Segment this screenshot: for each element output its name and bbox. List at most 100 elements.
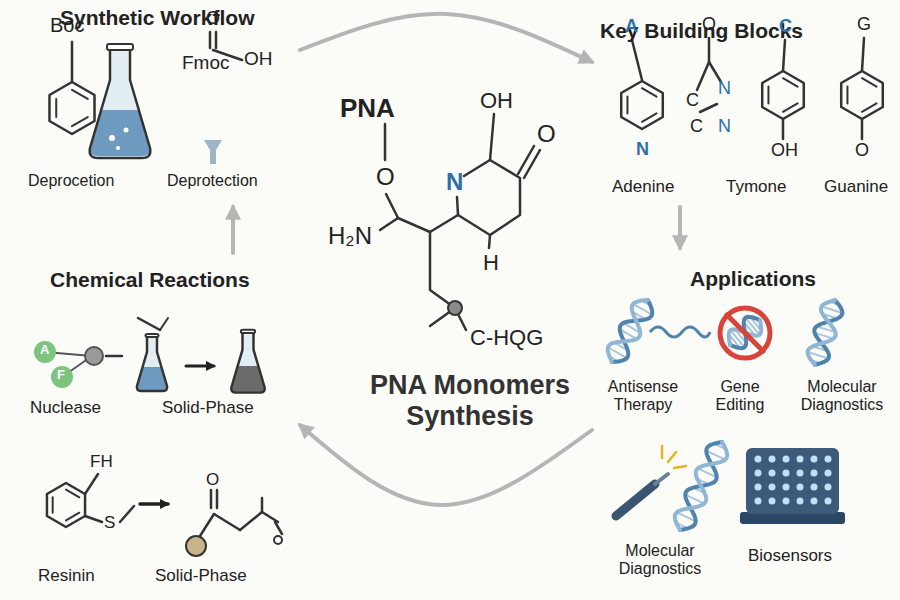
bond-line bbox=[782, 119, 785, 139]
bond-line bbox=[674, 466, 686, 468]
bond-line bbox=[240, 512, 262, 530]
chip-dot bbox=[811, 498, 818, 505]
text-label: S bbox=[104, 513, 115, 533]
text-label: Tymone bbox=[726, 177, 786, 197]
bond-line bbox=[608, 300, 648, 362]
text-label: Boc bbox=[50, 14, 84, 37]
bond-line bbox=[380, 218, 398, 230]
chip-dot bbox=[755, 456, 762, 463]
bubble bbox=[109, 135, 115, 141]
chip-dot bbox=[783, 470, 790, 477]
text-label: Molecular Diagnostics bbox=[605, 542, 715, 579]
text-label: C bbox=[686, 90, 699, 111]
bond-line bbox=[106, 355, 122, 358]
bond-line bbox=[210, 490, 213, 508]
cycle-arrow bbox=[300, 425, 592, 505]
section-region: Synthetic Workflow bbox=[0, 0, 300, 205]
bubble bbox=[124, 128, 129, 133]
bond-line bbox=[261, 498, 264, 512]
flask-rim bbox=[241, 330, 255, 333]
bond-line bbox=[727, 315, 763, 351]
text-label: Fmoc bbox=[182, 52, 230, 74]
chip-dot bbox=[769, 484, 776, 491]
bond-line bbox=[72, 90, 88, 99]
bond-line bbox=[642, 88, 657, 96]
bond-line bbox=[120, 506, 134, 522]
text-label: Deprocetion bbox=[28, 172, 114, 190]
wave-line bbox=[650, 327, 710, 337]
bond-line bbox=[862, 78, 877, 86]
bond-line bbox=[52, 497, 54, 512]
bond-line bbox=[138, 318, 160, 330]
ring-symbol bbox=[621, 81, 663, 129]
section-region: Chemical Reactions bbox=[0, 255, 300, 595]
atom-circle bbox=[448, 301, 462, 315]
bond-line bbox=[85, 516, 102, 522]
text-label: Adenine bbox=[612, 177, 674, 197]
bond-line bbox=[489, 235, 490, 248]
section-heading: Key Building Blocks bbox=[600, 18, 803, 43]
flask-outline bbox=[90, 48, 151, 158]
bond-line bbox=[783, 40, 785, 71]
chip-dot bbox=[769, 498, 776, 505]
atom-circle bbox=[274, 536, 282, 544]
text-label: Resinin bbox=[38, 566, 95, 586]
ring-symbol bbox=[47, 483, 85, 527]
chip-dot bbox=[811, 470, 818, 477]
bond-line bbox=[275, 522, 282, 534]
cycle-arrow bbox=[300, 14, 592, 62]
atom-circle bbox=[51, 366, 73, 388]
bond-line bbox=[457, 160, 520, 235]
bond-line bbox=[160, 318, 168, 330]
text-label: Molecular Diagnostics bbox=[790, 378, 894, 415]
text-label: Solid-Phase bbox=[162, 398, 254, 418]
chip-dot bbox=[783, 498, 790, 505]
bond-line bbox=[215, 32, 218, 48]
bond-line bbox=[814, 300, 842, 365]
flask-rim bbox=[107, 44, 133, 50]
bond-line bbox=[214, 514, 240, 530]
bond-line bbox=[783, 103, 798, 111]
ring-symbol bbox=[762, 71, 804, 119]
bond-line bbox=[216, 490, 219, 508]
text-label: PNA bbox=[340, 94, 395, 124]
flask-outline bbox=[231, 332, 264, 393]
chip-dot bbox=[755, 484, 762, 491]
text-label: Deprotection bbox=[167, 172, 258, 190]
text-label: N bbox=[446, 168, 463, 196]
flask-rim bbox=[146, 334, 159, 337]
chip-dot bbox=[825, 456, 832, 463]
bond-line bbox=[430, 232, 455, 308]
bond-line bbox=[262, 512, 278, 522]
cycle-arrow bbox=[678, 207, 682, 248]
diagram-title: PNA Monomers Synthesis bbox=[360, 370, 580, 432]
section-heading: Synthetic Workflow bbox=[60, 5, 254, 30]
atom-circle bbox=[34, 341, 56, 363]
text-label: Gene Editing bbox=[700, 378, 780, 415]
section-heading: Applications bbox=[690, 266, 816, 291]
bond-line bbox=[861, 119, 864, 139]
bubble bbox=[116, 146, 120, 150]
bond-line bbox=[709, 62, 721, 82]
bond-line bbox=[66, 490, 79, 498]
chip-dot bbox=[797, 498, 804, 505]
bond-line bbox=[524, 150, 540, 178]
chip-dot bbox=[797, 470, 804, 477]
text-label: OH bbox=[244, 48, 273, 70]
text-label: FH bbox=[90, 452, 113, 472]
text-label: A bbox=[40, 343, 49, 358]
bond-line bbox=[862, 103, 877, 111]
bond-line bbox=[85, 474, 98, 494]
bond-line bbox=[186, 365, 214, 368]
text-label: H₂N bbox=[328, 222, 372, 250]
bond-line bbox=[626, 97, 628, 114]
bond-line bbox=[140, 502, 168, 506]
bond-line bbox=[862, 38, 864, 71]
chip-dot bbox=[769, 456, 776, 463]
bond-line bbox=[398, 218, 430, 232]
text-label: OH bbox=[771, 140, 798, 161]
chip-dot bbox=[797, 484, 804, 491]
chip-dot bbox=[783, 456, 790, 463]
